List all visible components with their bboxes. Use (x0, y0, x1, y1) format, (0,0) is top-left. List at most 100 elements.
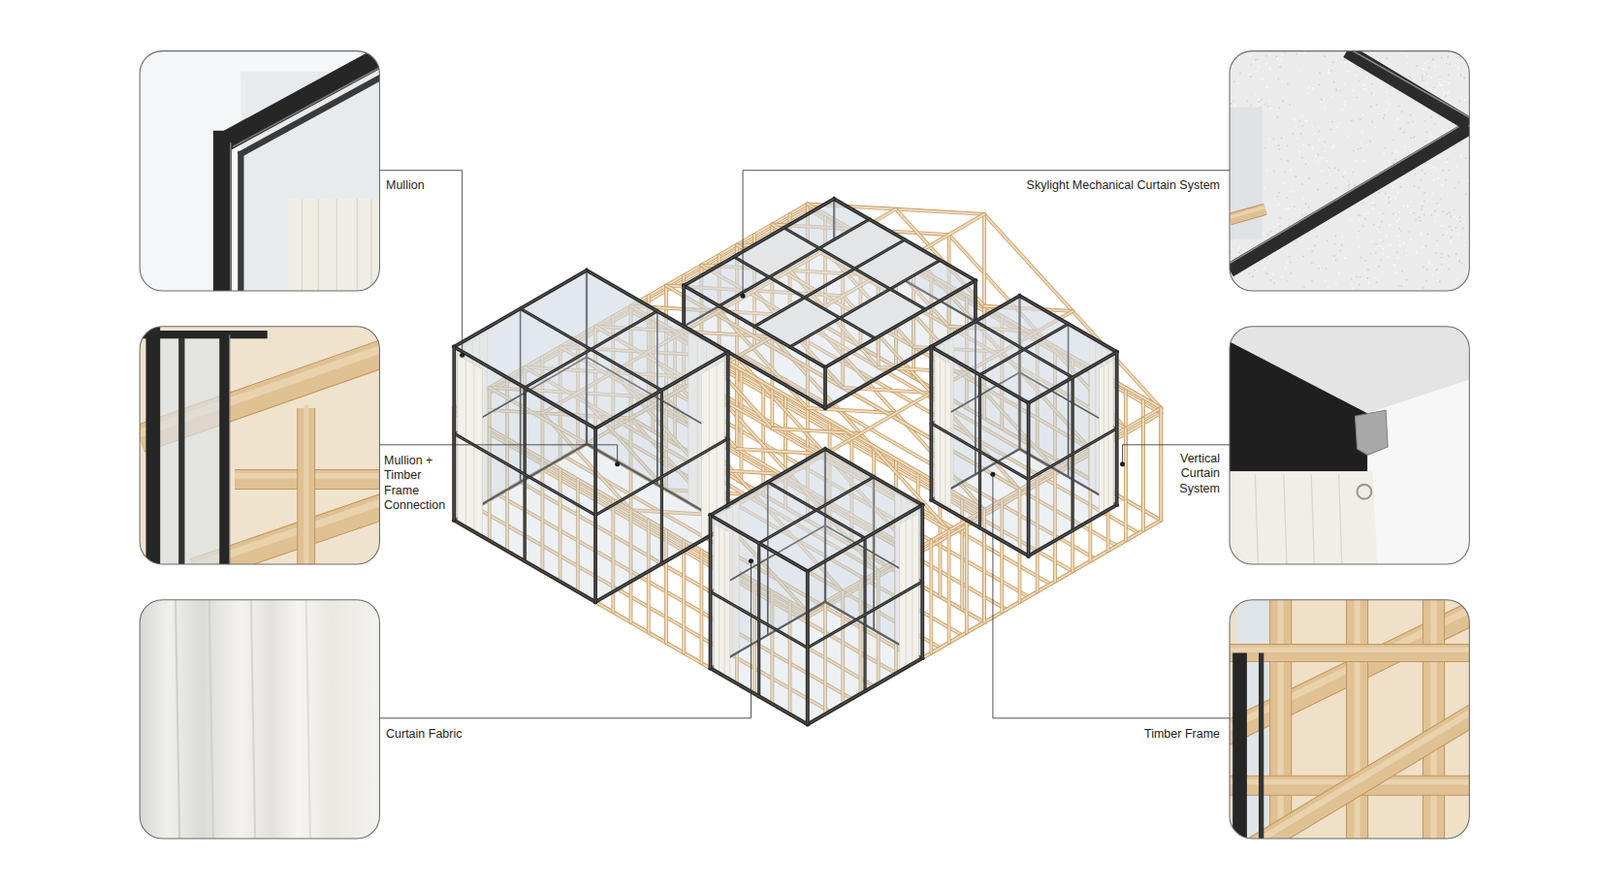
fabric-texture (1308, 143, 1311, 146)
fabric-texture (1317, 130, 1320, 133)
callout-label: Skylight Mechanical Curtain System (1026, 178, 1220, 193)
fabric-texture (1432, 166, 1435, 169)
fabric-texture (1253, 269, 1256, 272)
fabric-texture (1327, 168, 1330, 171)
mullion (226, 53, 381, 141)
fabric-texture (1354, 173, 1357, 176)
mullion (451, 347, 456, 521)
fabric-texture (1413, 212, 1416, 215)
callout-label: Mullion + Timber Frame Connection (384, 453, 448, 513)
fabric-texture (1394, 213, 1397, 216)
fabric-texture (1440, 253, 1443, 256)
mullion-highlight (825, 448, 923, 506)
panel-border (1229, 326, 1470, 565)
fabric-texture (1412, 67, 1415, 70)
fabric-texture (1286, 144, 1289, 147)
fabric-texture (1281, 99, 1284, 102)
mullion-highlight (595, 352, 729, 429)
fabric-texture (1238, 246, 1241, 249)
fabric-texture (1339, 122, 1342, 125)
fabric-texture (1396, 256, 1399, 259)
fabric-texture (1254, 59, 1257, 62)
fabric-texture (1346, 186, 1349, 189)
fabric-texture (1362, 84, 1365, 87)
frosted-pane (854, 239, 940, 289)
mullion (807, 505, 923, 572)
fabric-texture (1332, 144, 1335, 147)
fabric-texture (1423, 214, 1426, 217)
fabric-texture (1326, 182, 1329, 185)
fabric-texture (1389, 86, 1392, 89)
fabric-texture (1371, 83, 1374, 86)
fabric-texture (1343, 171, 1345, 174)
timber-member (948, 530, 951, 643)
fabric-texture (1280, 276, 1283, 279)
fabric-texture (1426, 232, 1429, 235)
fabric-texture (1328, 166, 1331, 169)
fabric-texture (1456, 59, 1459, 62)
leader-line (742, 170, 1230, 296)
fabric-texture (1428, 261, 1431, 264)
fabric-texture (1362, 201, 1365, 204)
fabric-texture (1266, 226, 1269, 229)
timber-member (982, 214, 987, 307)
fabric-texture (1291, 132, 1294, 135)
fabric-texture (1398, 239, 1401, 242)
fabric-texture (1463, 253, 1466, 256)
fabric-texture (1269, 107, 1272, 110)
glass-roof (930, 295, 1117, 403)
fabric-texture (1409, 76, 1412, 79)
fabric-texture (1327, 286, 1330, 288)
fabric-texture (1384, 196, 1387, 199)
fabric-texture (1379, 258, 1382, 261)
curtain-fold (1311, 474, 1314, 565)
fabric-texture (1323, 140, 1326, 143)
timber-member (929, 541, 932, 654)
fabric-texture (1264, 147, 1267, 150)
leader-lines (379, 170, 1230, 719)
fabric-texture (1425, 245, 1428, 248)
fabric-texture (1346, 134, 1349, 137)
timber-member (964, 520, 969, 634)
fabric-texture (1382, 212, 1385, 215)
fabric-texture (1398, 227, 1401, 230)
fabric-texture (1287, 224, 1290, 227)
fabric-texture (1448, 225, 1451, 228)
fabric-texture (1333, 233, 1336, 236)
fabric-texture (1441, 88, 1444, 91)
fabric-texture (1252, 61, 1255, 64)
fabric-texture (1333, 255, 1336, 257)
mullion (1028, 352, 1118, 404)
fabric-texture (1269, 279, 1272, 282)
callout-label: Mullion (385, 178, 425, 193)
fabric-texture (1456, 279, 1459, 282)
fabric-texture (1322, 97, 1325, 100)
mullion-highlight (453, 347, 455, 521)
fabric-texture (1287, 207, 1290, 210)
fabric-texture (1364, 213, 1367, 216)
fabric-texture (1350, 151, 1353, 154)
timber-member (1141, 417, 1146, 531)
fabric-texture (1301, 213, 1304, 216)
leader-dot (459, 352, 465, 358)
fabric-texture (1388, 102, 1391, 105)
fabric-texture (1257, 65, 1260, 68)
fabric-texture (1273, 170, 1276, 173)
fabric-texture (1352, 150, 1355, 153)
curtain (1229, 471, 1378, 565)
fabric-texture (1376, 281, 1378, 284)
fabric-texture (1335, 88, 1338, 91)
mullion-highlight (453, 520, 596, 603)
timber-beam (1229, 643, 1470, 663)
fabric-texture (1237, 82, 1240, 85)
fabric-texture (1316, 154, 1319, 157)
fabric-texture (1391, 152, 1394, 155)
fabric-texture (1371, 121, 1374, 124)
fabric-texture (1285, 280, 1288, 283)
fabric-texture (1262, 259, 1265, 262)
fabric-texture (1362, 224, 1365, 227)
fabric-texture (1402, 151, 1405, 154)
fabric-texture (1455, 253, 1458, 256)
fabric-texture (1404, 146, 1407, 149)
fabric-texture (1327, 68, 1330, 71)
